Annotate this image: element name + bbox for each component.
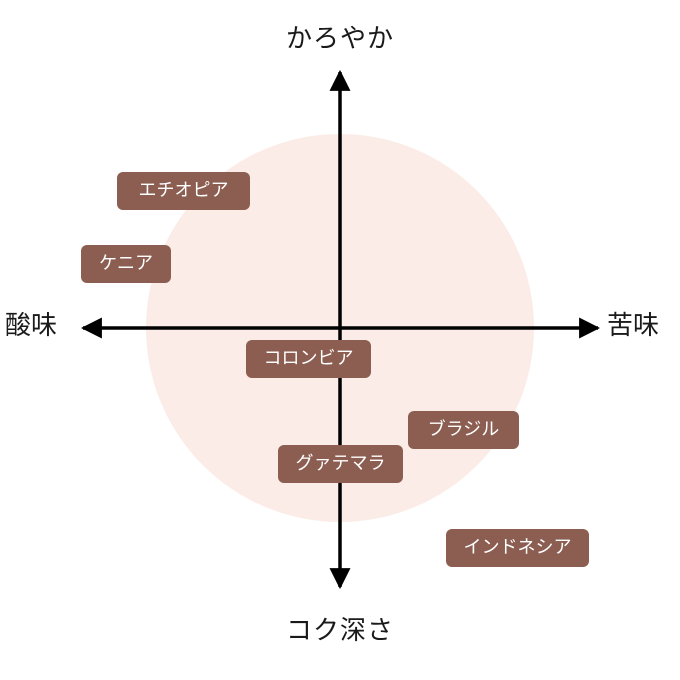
axis-label-top: かろやか	[285, 24, 395, 54]
origin-tag-brazil: ブラジル	[408, 411, 519, 449]
axis-label-bottom: コク深さ	[285, 616, 395, 646]
origin-tag-ethiopia: エチオピア	[117, 172, 250, 210]
origin-tag-colombia: コロンビア	[246, 340, 371, 378]
origin-tag-guatemala: グァテマラ	[278, 445, 403, 483]
axis-label-right: 苦味	[607, 311, 660, 341]
origin-tag-indonesia: インドネシア	[446, 529, 589, 567]
origin-tag-kenya: ケニア	[81, 245, 171, 283]
axis-label-left: 酸味	[5, 311, 58, 341]
